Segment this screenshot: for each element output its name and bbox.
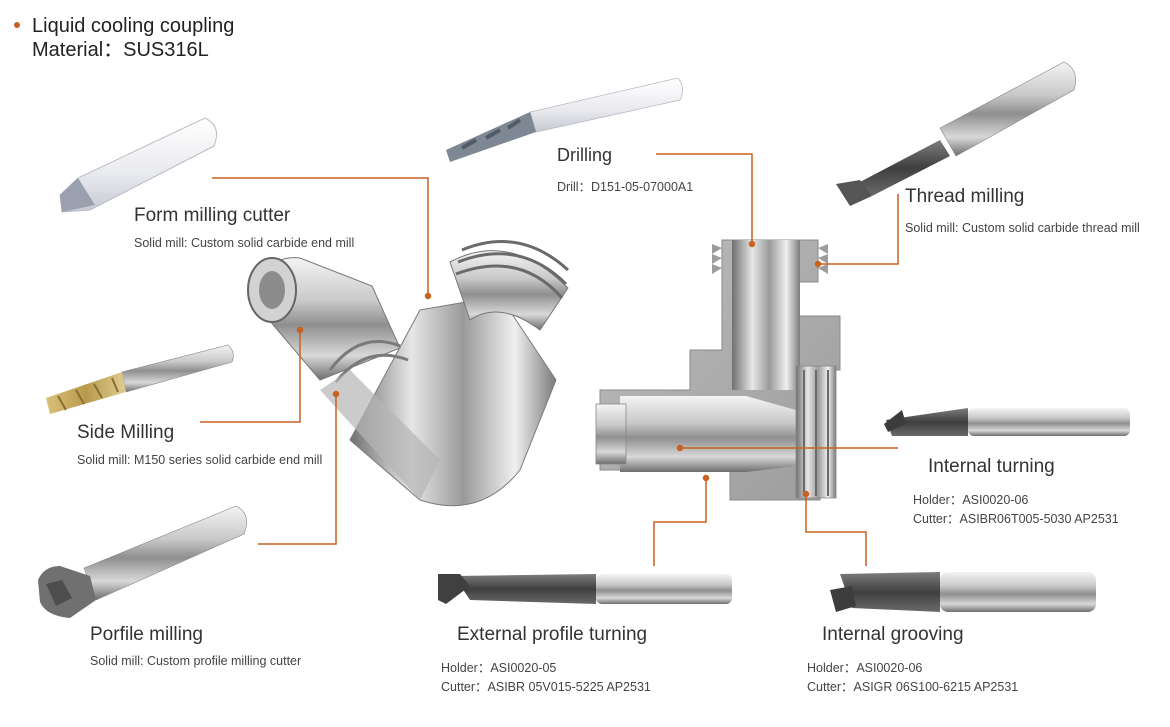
side-milling-end-mill-image — [46, 344, 234, 414]
thread-milling-detail: Solid mill: Custom solid carbide thread … — [905, 221, 1140, 235]
thread-mill-image — [836, 61, 1076, 206]
drill-image — [446, 77, 683, 162]
external-profile-turning-holder: Holder：ASI0020-05 — [441, 661, 557, 675]
internal-grooving-holder: Holder：ASI0020-06 — [807, 661, 923, 675]
form-milling-detail: Solid mill: Custom solid carbide end mil… — [134, 236, 355, 250]
title-line-part: Liquid cooling coupling — [32, 15, 235, 37]
profile-milling-title: Porfile milling — [90, 624, 203, 645]
title-line-material: Material：SUS316L — [32, 39, 209, 61]
drilling-detail: Drill：D151-05-07000A1 — [557, 180, 694, 194]
form-milling-title: Form milling cutter — [134, 205, 291, 226]
thread-milling-title: Thread milling — [905, 186, 1025, 207]
coupling-3d-image — [247, 240, 570, 507]
internal-grooving-bar-image — [830, 572, 1096, 612]
external-profile-turning-bar-image — [438, 574, 732, 604]
internal-grooving-cutter: Cutter：ASIGR 06S100-6215 AP2531 — [807, 680, 1019, 694]
page-title: Liquid cooling coupling Material：SUS316L — [32, 14, 234, 62]
side-milling-title: Side Milling — [77, 422, 175, 443]
profile-milling-detail: Solid mill: Custom profile milling cutte… — [90, 654, 302, 668]
callout-lines — [200, 153, 899, 566]
internal-grooving-title: Internal grooving — [822, 624, 964, 645]
internal-turning-cutter: Cutter：ASIBR06T005-5030 AP2531 — [913, 512, 1119, 526]
form-milling-cutter-image — [59, 117, 217, 213]
internal-turning-title: Internal turning — [928, 456, 1055, 477]
side-milling-detail: Solid mill: M150 series solid carbide en… — [77, 453, 323, 467]
title-bullet-icon — [14, 22, 20, 28]
profile-milling-cutter-image — [38, 505, 247, 618]
external-profile-turning-cutter: Cutter：ASIBR 05V015-5225 AP2531 — [441, 680, 651, 694]
internal-turning-bar-image — [884, 408, 1130, 436]
coupling-section-image — [595, 239, 841, 501]
external-profile-turning-title: External profile turning — [457, 624, 648, 645]
internal-turning-holder: Holder：ASI0020-06 — [913, 493, 1029, 507]
drilling-title: Drilling — [557, 145, 613, 165]
